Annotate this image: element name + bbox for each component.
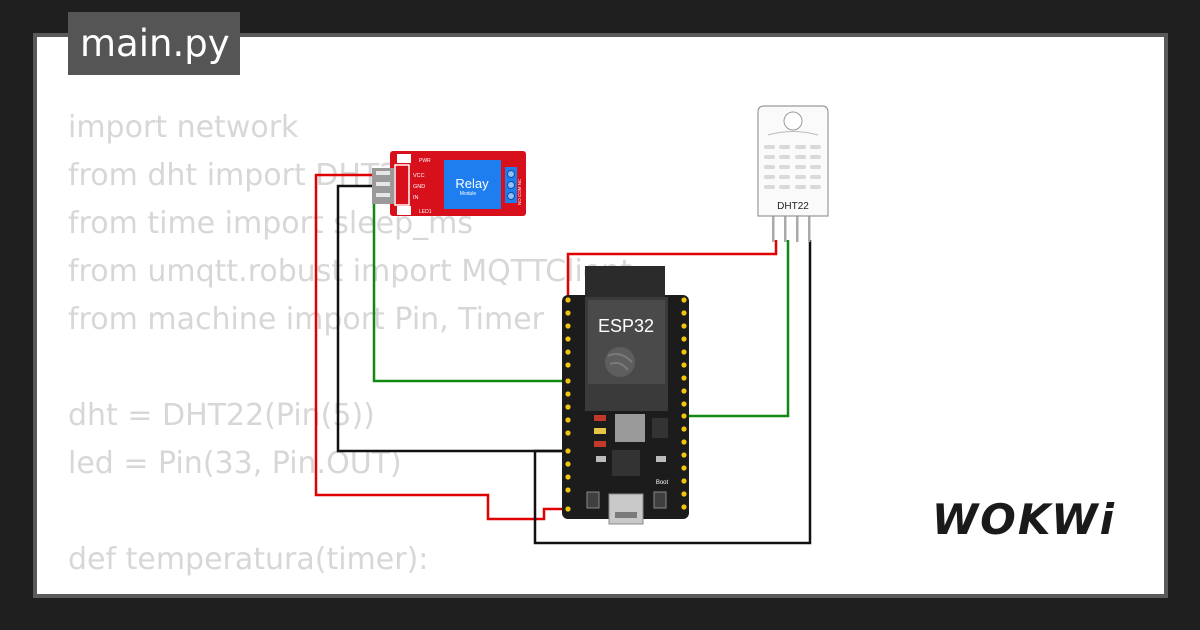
relay-subtitle: Module	[460, 191, 477, 197]
boot-label: Boot	[656, 480, 669, 486]
en-button	[586, 491, 600, 509]
relay-terminal-labels: NO COM NC	[517, 178, 522, 205]
wire-black-dht-gnd	[533, 240, 812, 545]
relay-module: PWR VCC GND IN LED1 Relay Module NO COM …	[372, 151, 526, 216]
led1-led	[397, 206, 411, 215]
wire-red-relay-vcc	[314, 173, 568, 521]
espressif-logo-icon	[605, 347, 635, 377]
micro-usb-port	[608, 493, 644, 525]
wire-green-relay-in	[372, 195, 568, 383]
esp32-regulator	[615, 414, 645, 442]
code-line: import network	[68, 110, 299, 145]
wokwi-logo: WOKWi	[931, 495, 1116, 544]
relay-title: Relay	[455, 176, 489, 191]
circuit-diagram: PWR VCC GND IN LED1 Relay Module NO COM …	[314, 105, 829, 545]
esp32-usb-chip	[612, 450, 640, 476]
relay-pin-gnd-label: GND	[413, 184, 425, 190]
esp32-label: ESP32	[598, 316, 654, 336]
code-line: led = Pin(33, Pin.OUT)	[68, 446, 402, 481]
pwr-led	[397, 154, 411, 163]
wire-red-dht-vcc	[566, 240, 778, 300]
dht22-label: DHT22	[777, 201, 809, 212]
esp32-board: ESP32	[562, 266, 689, 525]
wire-green-dht-data	[684, 240, 790, 418]
relay-pin-frame	[394, 164, 410, 206]
dht22-sensor: DHT22	[757, 105, 829, 242]
code-line: from machine import Pin, Timer	[68, 302, 545, 337]
dht22-grille	[764, 145, 821, 189]
relay-pin-vcc-label: VCC	[413, 173, 425, 179]
tab-filename: main.py	[80, 22, 230, 65]
wire-black-relay-gnd	[336, 184, 568, 453]
dht22-pins	[772, 212, 775, 242]
relay-pin-in-label: IN	[413, 195, 419, 201]
code-line: from time import sleep_ms	[68, 206, 474, 241]
esp32-right-pins	[681, 297, 687, 510]
led1-label: LED1	[419, 209, 432, 215]
boot-button	[653, 491, 667, 509]
esp32-left-pins	[565, 297, 571, 512]
relay-coil-box	[444, 160, 501, 209]
pwr-label: PWR	[419, 158, 431, 164]
code-line: global temperatura	[68, 584, 632, 594]
file-tab[interactable]: main.py	[68, 12, 240, 75]
code-line: dht = DHT22(Pin(5))	[68, 398, 375, 433]
esp32-antenna	[585, 266, 665, 300]
code-line: def temperatura(timer):	[68, 542, 429, 577]
dht22-mount-hole	[783, 111, 803, 131]
